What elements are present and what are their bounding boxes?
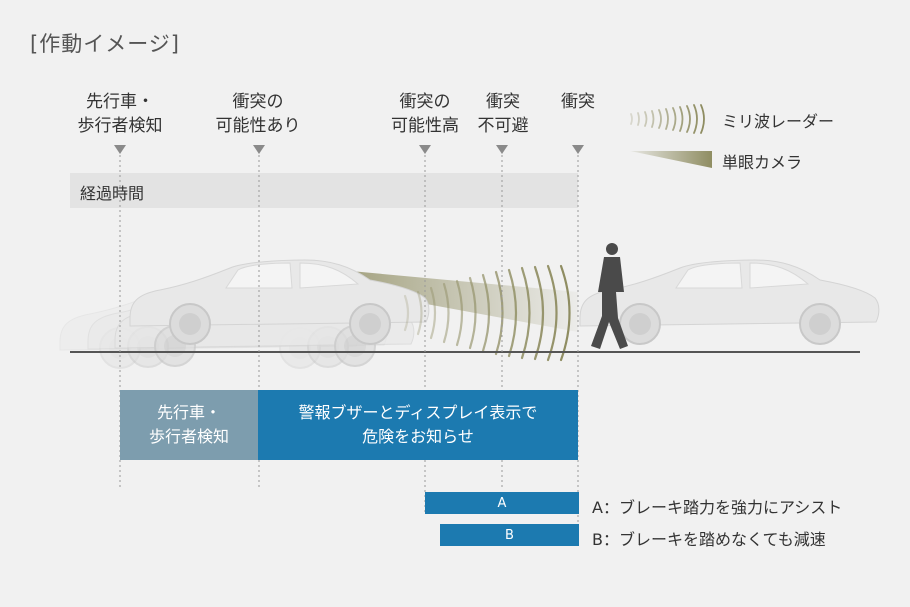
stage-label-line: 衝突の <box>399 92 451 112</box>
brake-assist-bar-a: A <box>425 492 579 514</box>
legend-camera-label: 単眼カメラ <box>722 153 803 172</box>
phase-detect-line: 先行車・ <box>156 403 221 422</box>
phase-warning-line: 警報ブザーとディスプレイ表示で <box>298 403 538 422</box>
brake-b-description: B：ブレーキを踏めなくても減速 <box>592 530 826 549</box>
radar-legend-icon <box>630 104 705 134</box>
phase-warning-line: 危険をお知らせ <box>362 427 474 446</box>
stage-label-unavoidable: 衝突 不可避 <box>463 90 543 138</box>
camera-legend-icon <box>630 151 712 168</box>
stage-label-line: 可能性あり <box>215 116 301 136</box>
stage-label-line: 衝突の <box>232 92 284 112</box>
brake-a-description: A：ブレーキ踏力を強力にアシスト <box>592 498 843 517</box>
phase-detect-line: 歩行者検知 <box>148 427 229 446</box>
stage-label-collision: 衝突 <box>540 90 616 114</box>
stage-label-line: 衝突 <box>486 92 520 112</box>
pedestrian-figure <box>591 243 628 349</box>
legend-radar-label: ミリ波レーダー <box>722 112 835 131</box>
phase-warning-box: 警報ブザーとディスプレイ表示で 危険をお知らせ <box>258 390 578 460</box>
stage-label-possible: 衝突の 可能性あり <box>208 90 308 138</box>
stage-label-line: 衝突 <box>561 92 595 112</box>
stage-label-line: 歩行者検知 <box>77 116 163 136</box>
page-title: [作動イメージ] <box>30 32 180 56</box>
timeline-label: 経過時間 <box>80 184 145 203</box>
stage-label-likely: 衝突の 可能性高 <box>375 90 475 138</box>
stage-label-line: 不可避 <box>477 116 529 136</box>
stage-label-line: 先行車・ <box>86 92 154 112</box>
brake-bar-b: B <box>440 524 579 546</box>
stage-label-detect: 先行車・ 歩行者検知 <box>70 90 170 138</box>
stage-markers <box>114 145 584 154</box>
phase-detect-box: 先行車・ 歩行者検知 <box>120 390 258 460</box>
radar-waves <box>403 264 571 362</box>
timeline-band <box>70 173 578 208</box>
lead-car <box>579 259 880 345</box>
stage-label-line: 可能性高 <box>391 116 459 136</box>
